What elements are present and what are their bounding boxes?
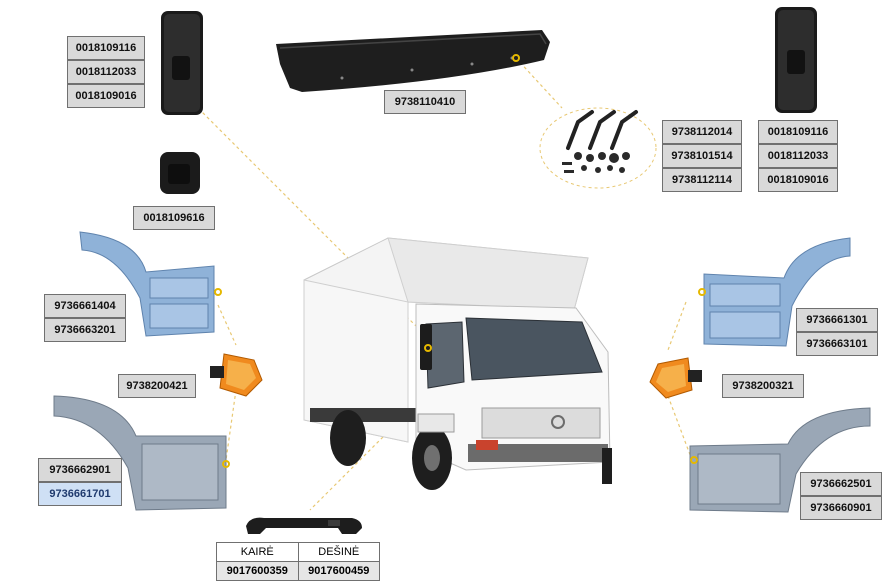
part-number-sun-visor: 9738110410: [384, 90, 466, 114]
part-number-handle-right: 9017600459: [297, 561, 380, 581]
lamp-left-image: [204, 348, 268, 400]
truck-mirror-marker: [424, 344, 432, 352]
step-upper-right-marker: [698, 288, 706, 296]
step-lower-right-marker: [690, 456, 698, 464]
door-handle-header-left: KAIRĖ: [216, 542, 299, 562]
door-handle-header-right: DEŠINĖ: [297, 542, 380, 562]
part-number-lamp-left: 9738200421: [118, 374, 196, 398]
part-number-step-lower-left-1: 9736662901: [38, 458, 122, 482]
lamp-right-image: [644, 352, 708, 402]
truck-image: [296, 232, 616, 502]
small-mirror-image: [158, 150, 202, 196]
step-lower-left-marker: [222, 460, 230, 468]
part-number-step-upper-left-1: 9736661404: [44, 294, 126, 318]
part-number-mirror-left-2: 0018112033: [67, 60, 145, 84]
part-number-step-lower-left-2: 9736661701: [38, 482, 122, 506]
sun-visor-marker: [512, 54, 520, 62]
step-upper-left-image: [76, 228, 226, 340]
sun-visor-image: [272, 24, 552, 96]
step-lower-left-image: [50, 392, 230, 514]
step-lower-right-image: [684, 404, 876, 516]
step-upper-right-image: [696, 234, 854, 350]
part-number-step-upper-left-2: 9736663201: [44, 318, 126, 342]
part-number-mirror-right-3: 0018109016: [758, 168, 838, 192]
part-number-bracket-1: 9738112014: [662, 120, 742, 144]
part-number-small-mirror: 0018109616: [133, 206, 215, 230]
part-number-handle-left: 9017600359: [216, 561, 299, 581]
mirror-left-image: [160, 10, 204, 116]
step-upper-left-marker: [214, 288, 222, 296]
door-handle-table-header: KAIRĖ DEŠINĖ: [216, 542, 380, 562]
part-number-step-upper-right-2: 9736663101: [796, 332, 878, 356]
door-handle-image: [242, 512, 366, 540]
part-number-mirror-right-1: 0018109116: [758, 120, 838, 144]
part-number-bracket-3: 9738112114: [662, 168, 742, 192]
door-handle-table: KAIRĖ DEŠINĖ 9017600359 9017600459: [216, 542, 380, 581]
part-number-mirror-left-1: 0018109116: [67, 36, 145, 60]
part-number-mirror-left-3: 0018109016: [67, 84, 145, 108]
bracket-kit-image: [548, 104, 648, 184]
part-number-step-lower-right-2: 9736660901: [800, 496, 882, 520]
door-handle-table-values: 9017600359 9017600459: [216, 561, 380, 581]
part-number-step-upper-right-1: 9736661301: [796, 308, 878, 332]
part-number-lamp-right: 9738200321: [722, 374, 804, 398]
part-number-bracket-2: 9738101514: [662, 144, 742, 168]
part-number-step-lower-right-1: 9736662501: [800, 472, 882, 496]
mirror-right-image: [774, 6, 818, 114]
part-number-mirror-right-2: 0018112033: [758, 144, 838, 168]
